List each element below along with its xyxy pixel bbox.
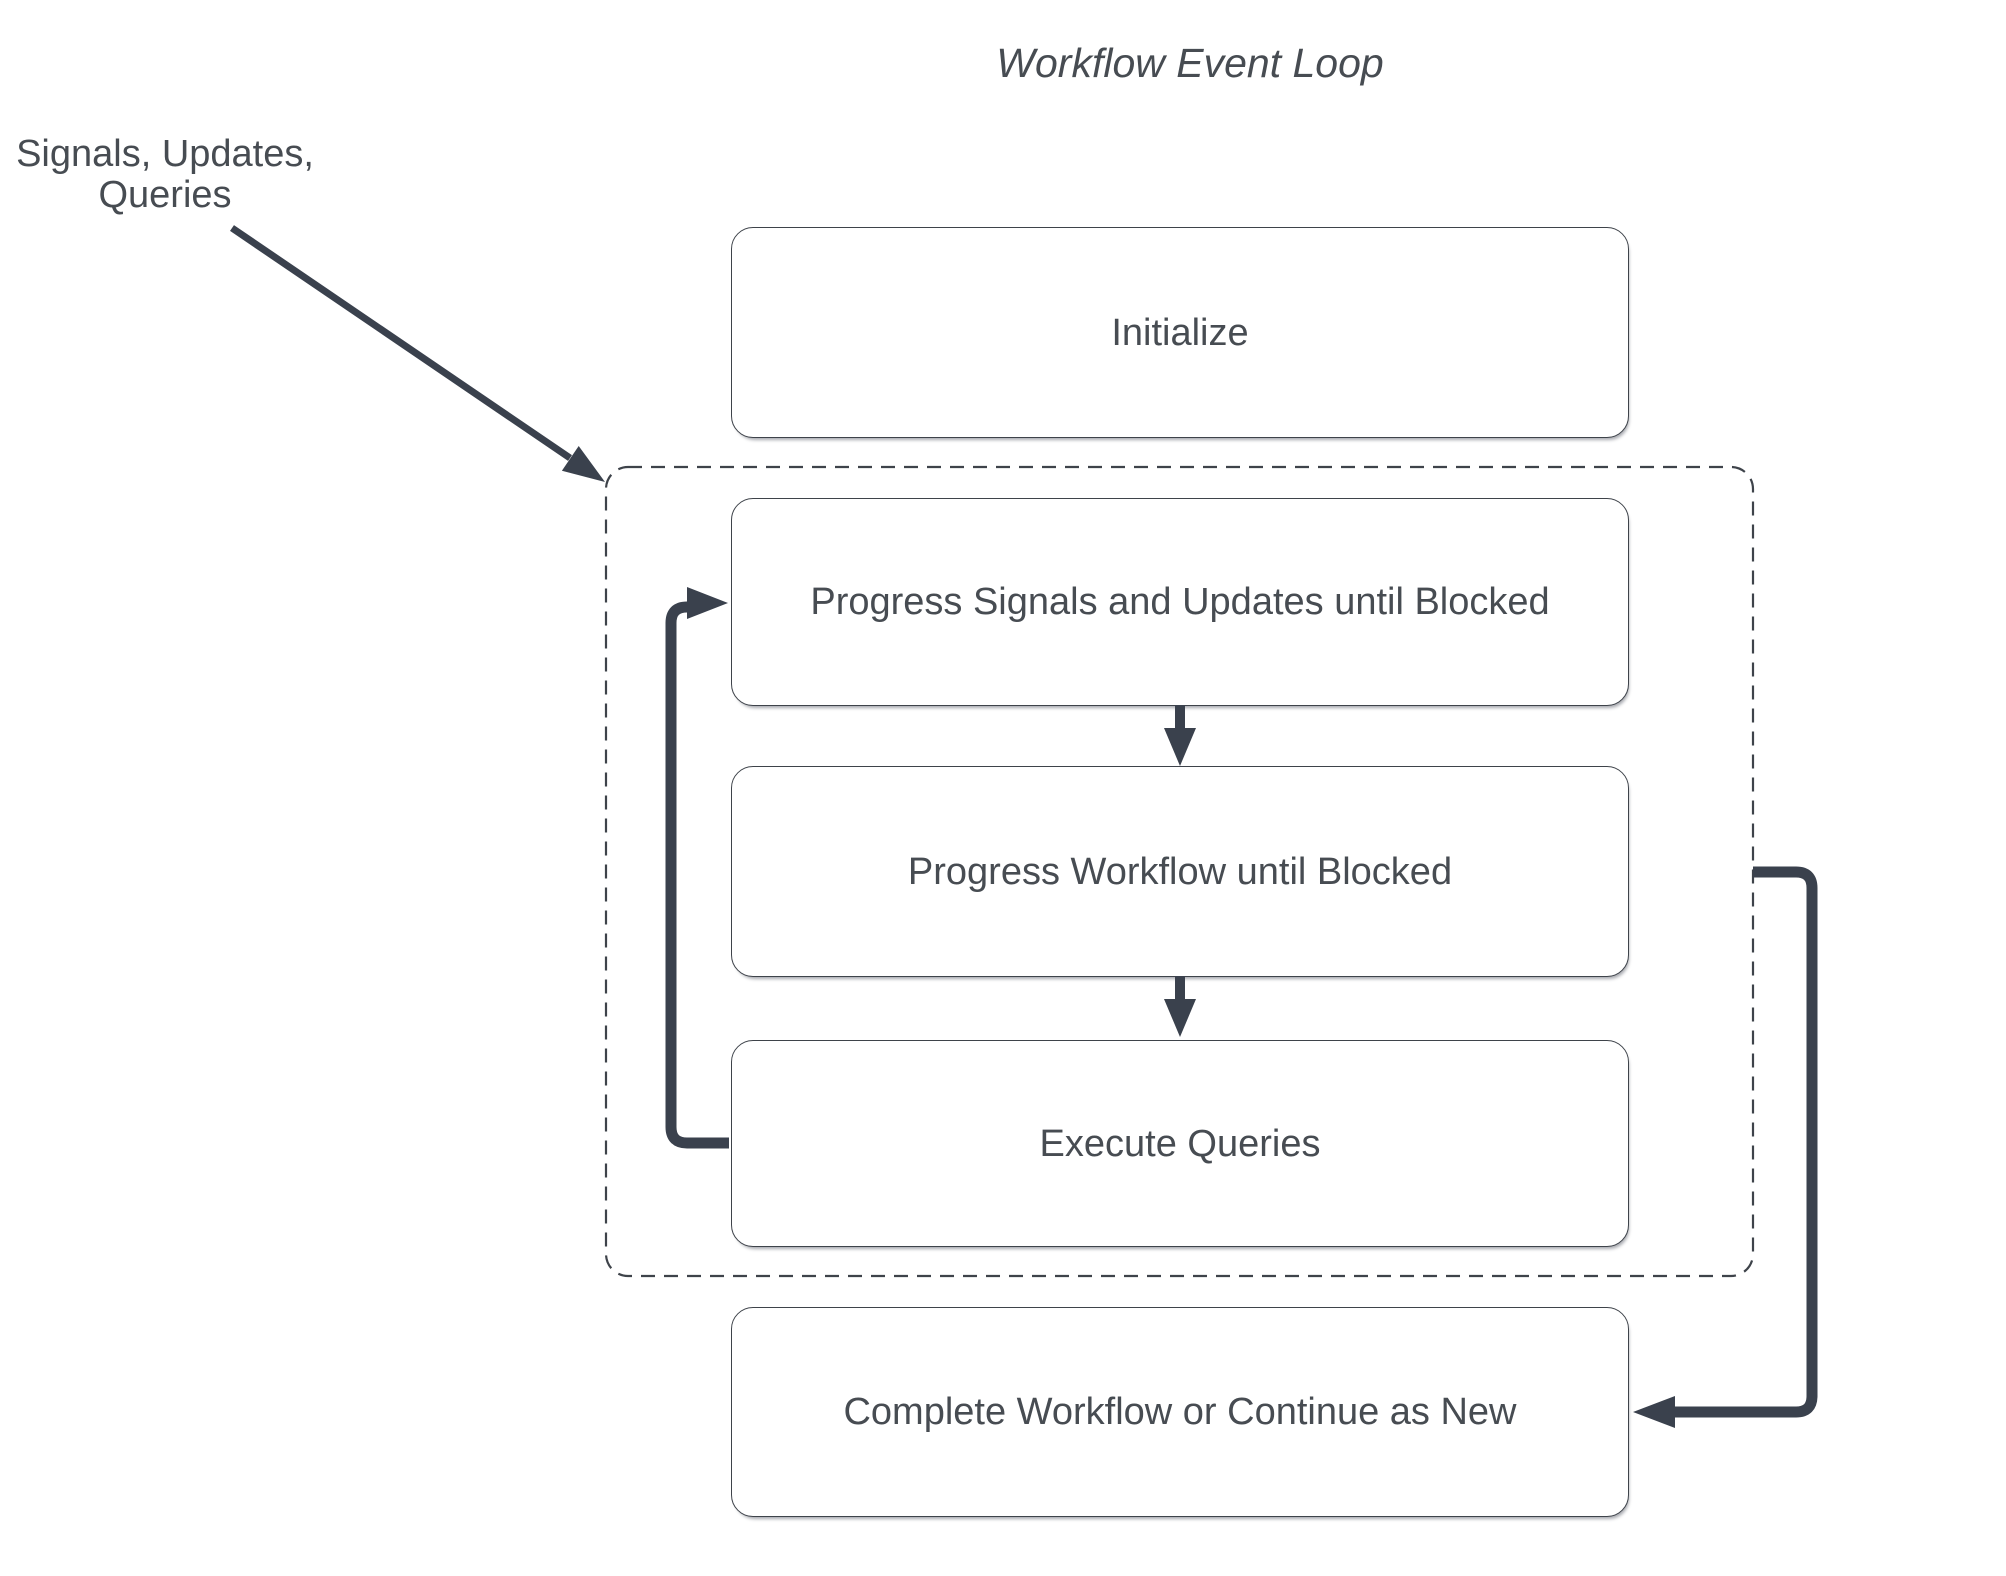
node-execute-queries-label: Execute Queries	[1039, 1122, 1321, 1165]
input-arrowhead	[561, 446, 605, 482]
diagram-title: Workflow Event Loop	[996, 40, 1384, 86]
node-progress-workflow: Progress Workflow until Blocked	[731, 766, 1629, 977]
external-input-label: Signals, Updates, Queries	[15, 134, 315, 216]
exit-arrowhead	[1633, 1396, 1675, 1428]
node-progress-signals-and-updates: Progress Signals and Updates until Block…	[731, 498, 1629, 706]
input-arrow-line	[230, 225, 572, 461]
node-complete-workflow-label: Complete Workflow or Continue as New	[843, 1391, 1517, 1433]
node-progress-workflow-label: Progress Workflow until Blocked	[907, 850, 1453, 893]
node-progress-signals-and-updates-label: Progress Signals and Updates until Block…	[810, 581, 1550, 623]
node-complete-workflow: Complete Workflow or Continue as New	[731, 1307, 1629, 1517]
arrow-signals-to-workflow-head	[1164, 728, 1196, 766]
loop-back-arrow-line	[665, 601, 729, 1149]
input-arrow	[230, 225, 605, 482]
arrow-workflow-to-queries	[1164, 976, 1196, 1037]
external-input-label-line1: Signals, Updates,	[16, 133, 314, 175]
external-input-label-line2: Queries	[98, 174, 232, 216]
node-execute-queries: Execute Queries	[731, 1040, 1629, 1247]
arrow-workflow-to-queries-head	[1164, 999, 1196, 1037]
exit-arrow-line	[1675, 866, 1818, 1418]
arrow-signals-to-workflow	[1164, 705, 1196, 766]
node-initialize: Initialize	[731, 227, 1629, 438]
loop-back-arrowhead	[687, 587, 728, 619]
exit-arrow	[1633, 866, 1818, 1428]
node-initialize-label: Initialize	[1111, 311, 1249, 354]
loop-back-arrow	[665, 587, 729, 1149]
